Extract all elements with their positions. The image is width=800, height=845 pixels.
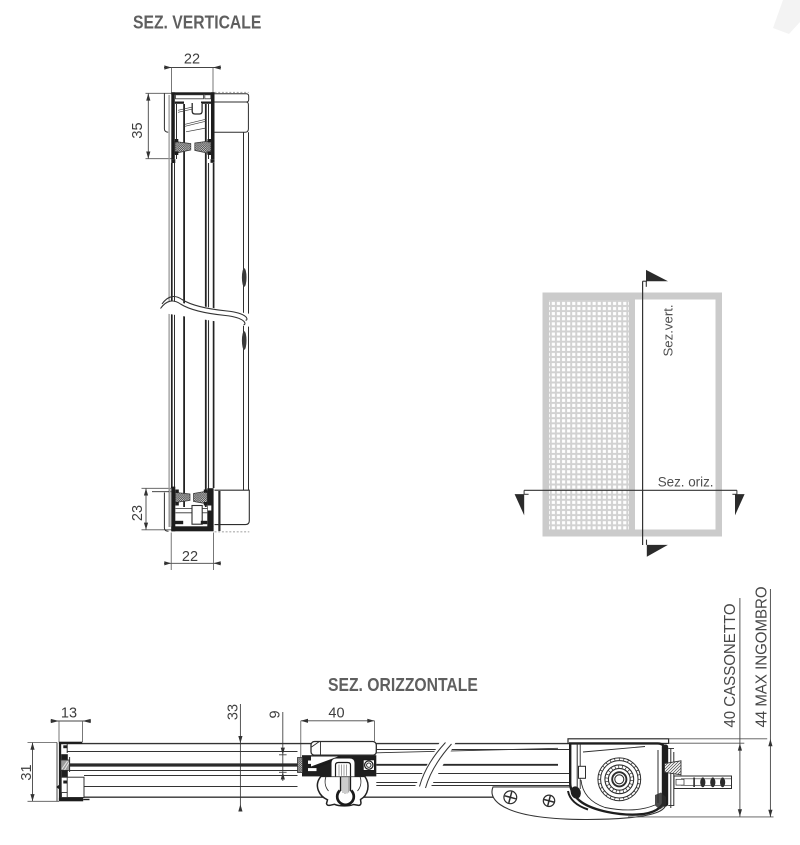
- svg-text:SEZ. VERTICALE: SEZ. VERTICALE: [133, 11, 261, 33]
- svg-text:31: 31: [19, 764, 35, 780]
- svg-text:35: 35: [130, 122, 146, 138]
- svg-text:SEZ. ORIZZONTALE: SEZ. ORIZZONTALE: [328, 674, 478, 696]
- svg-text:13: 13: [61, 706, 77, 722]
- svg-text:40: 40: [328, 706, 344, 722]
- svg-text:33: 33: [226, 704, 242, 720]
- svg-text:22: 22: [182, 549, 198, 565]
- svg-text:40 CASSONETTO: 40 CASSONETTO: [722, 603, 740, 727]
- svg-text:23: 23: [130, 505, 146, 521]
- svg-text:22: 22: [184, 52, 200, 68]
- svg-text:44 MAX INGOMBRO: 44 MAX INGOMBRO: [753, 586, 771, 727]
- svg-text:Sez. oriz.: Sez. oriz.: [658, 474, 714, 489]
- svg-text:9: 9: [268, 710, 284, 718]
- svg-text:Sez.vert.: Sez.vert.: [661, 304, 676, 356]
